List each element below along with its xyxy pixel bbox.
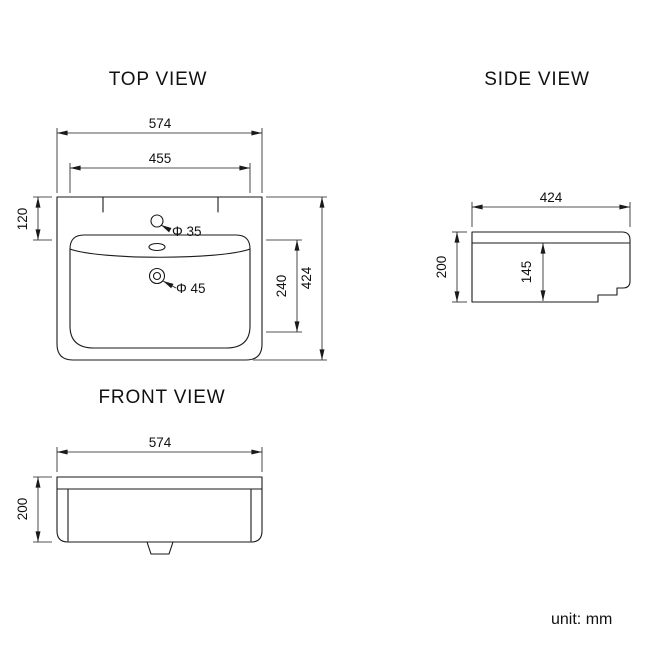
front-view-title: FRONT VIEW bbox=[99, 387, 226, 408]
top-view: TOP VIEW Φ 35 Φ 45 574 bbox=[15, 69, 327, 361]
dim-text-574: 574 bbox=[149, 116, 172, 131]
top-view-dimensions: 574 455 120 240 424 bbox=[15, 116, 327, 361]
dim-text-front-200: 200 bbox=[15, 498, 30, 521]
unit-label: unit: mm bbox=[551, 611, 612, 628]
faucet-leader-arrow bbox=[160, 224, 172, 233]
dim-text-145: 145 bbox=[519, 261, 534, 284]
overflow-slot bbox=[148, 242, 166, 252]
side-view-dimensions: 424 200 145 bbox=[434, 190, 631, 303]
dim-text-side-424: 424 bbox=[540, 190, 563, 205]
front-view: FRONT VIEW 574 200 bbox=[15, 387, 263, 555]
front-view-dimensions: 574 200 bbox=[15, 435, 263, 543]
dim-text-424: 424 bbox=[299, 266, 314, 289]
dim-text-240: 240 bbox=[274, 275, 289, 298]
top-view-outline bbox=[56, 196, 263, 361]
side-view-outline bbox=[471, 231, 631, 303]
front-view-outline bbox=[56, 476, 263, 555]
faucet-hole-label: Φ 35 bbox=[172, 224, 202, 239]
drain-leader-arrow bbox=[162, 280, 177, 289]
drain-hole-inner bbox=[152, 271, 162, 281]
side-view: SIDE VIEW 424 200 145 bbox=[434, 69, 631, 303]
basin-rim-outline bbox=[69, 234, 251, 349]
top-view-callouts: Φ 35 Φ 45 bbox=[160, 224, 206, 296]
dim-text-front-574: 574 bbox=[149, 435, 172, 450]
dim-text-120: 120 bbox=[15, 208, 30, 231]
top-view-title: TOP VIEW bbox=[109, 69, 208, 90]
dim-text-side-200: 200 bbox=[434, 256, 449, 279]
drain-hole-outer bbox=[148, 267, 166, 285]
front-profile-outline bbox=[56, 476, 263, 543]
drain-hole-label: Φ 45 bbox=[176, 281, 206, 296]
sink-outer-outline bbox=[56, 196, 263, 361]
drain-stub bbox=[146, 541, 174, 555]
dim-text-455: 455 bbox=[149, 151, 172, 166]
side-view-title: SIDE VIEW bbox=[484, 69, 589, 90]
side-profile-outline bbox=[471, 231, 631, 303]
bowl-curve bbox=[69, 248, 251, 258]
faucet-hole bbox=[150, 214, 164, 228]
